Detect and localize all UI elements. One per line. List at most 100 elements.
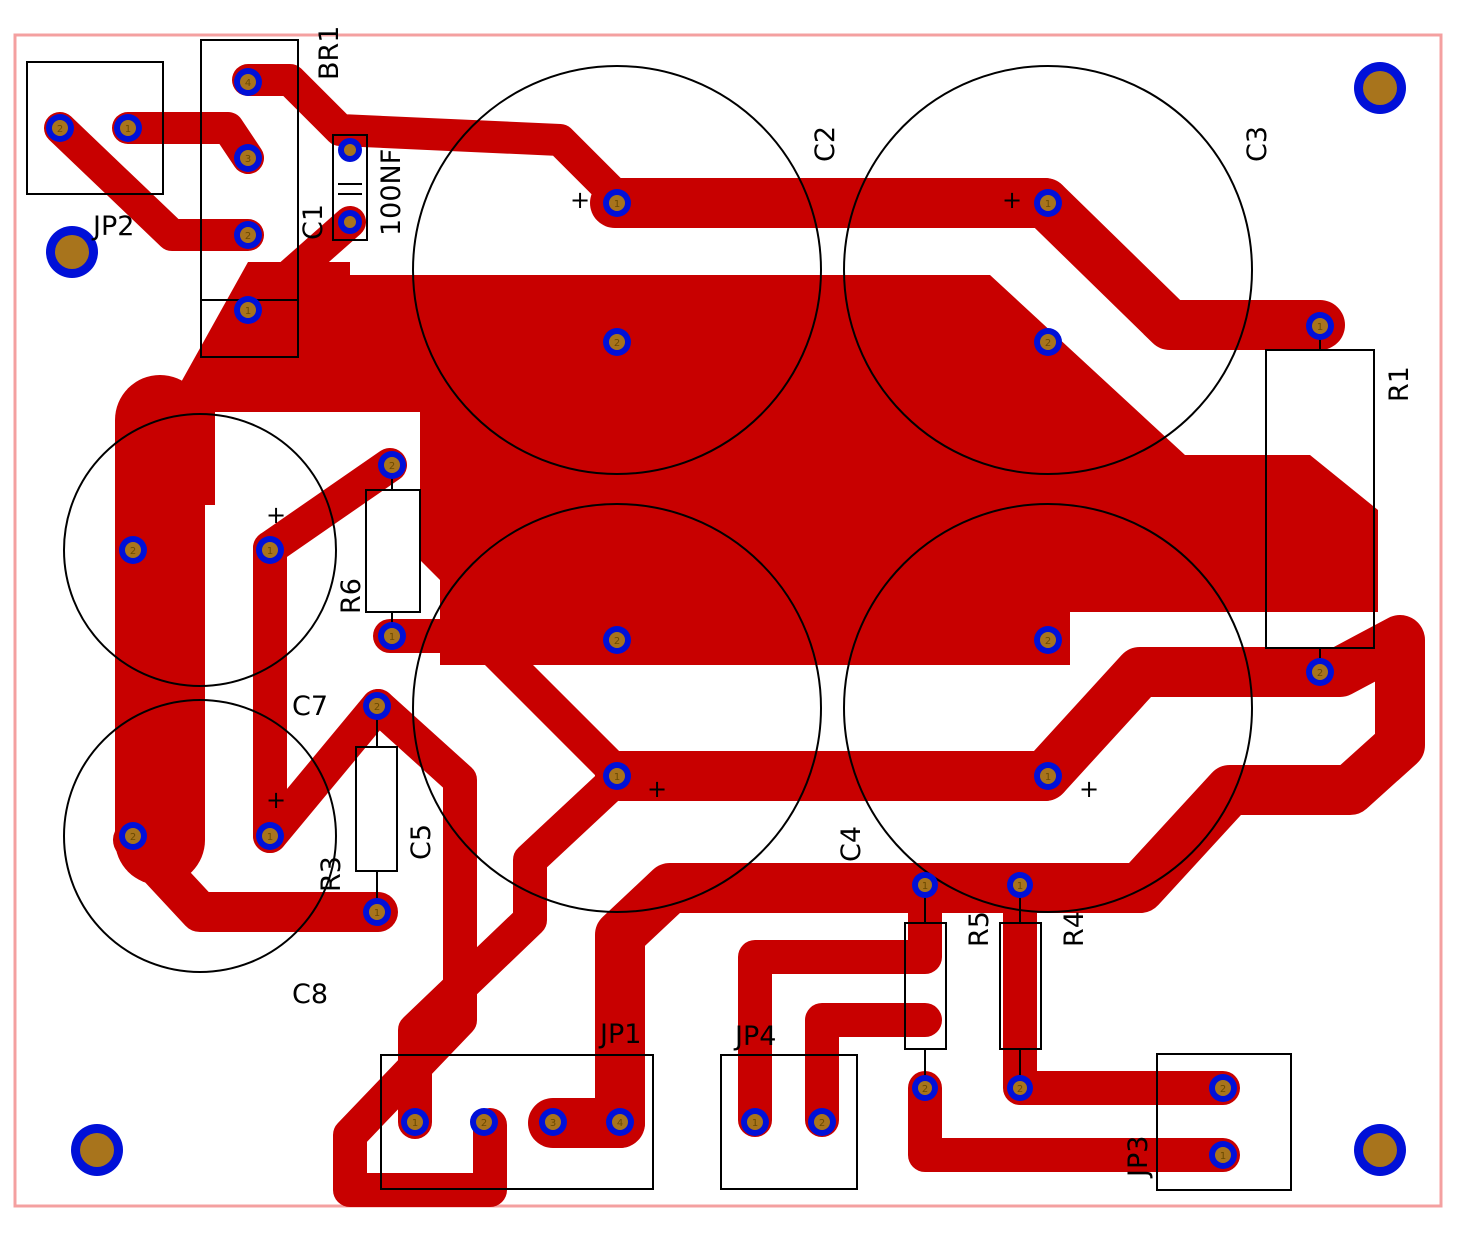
pad-r1-2: 2 [1306, 658, 1334, 686]
pad-r6-1: 1 [378, 622, 406, 650]
svg-text:2: 2 [245, 231, 251, 242]
label-jp3: JP3 [1123, 1136, 1154, 1179]
pad-r6-2: 2 [378, 451, 406, 479]
svg-text:1: 1 [1017, 881, 1023, 892]
svg-text:2: 2 [922, 1084, 928, 1095]
label-jp4: JP4 [733, 1021, 776, 1052]
pad-c1-b [338, 210, 362, 234]
trace-c4-jp1 [398, 759, 637, 1139]
svg-text:2: 2 [614, 636, 620, 647]
svg-text:1: 1 [1220, 1151, 1226, 1162]
pad-r1-1: 1 [1306, 312, 1334, 340]
trace-c8-gnd [113, 820, 398, 932]
svg-text:1: 1 [245, 306, 251, 317]
label-jp1: JP1 [598, 1019, 641, 1050]
mounting-hole-bl [71, 1124, 123, 1176]
pad-c7-1: 1 [256, 536, 284, 564]
trace-jp4-2 [805, 1003, 942, 1137]
left-ground-pour [160, 262, 350, 505]
jp1-outline [380, 1054, 654, 1190]
jp4-outline [720, 1054, 858, 1190]
pad-jp1-2: 2 [470, 1108, 498, 1136]
polarity-marks: + + + + + + [266, 186, 1099, 814]
pad-br1-3: 3 [234, 144, 262, 172]
pad-c7-2: 2 [119, 536, 147, 564]
label-c5: C5 [406, 824, 437, 860]
pad-c4-1: 1 [603, 762, 631, 790]
label-c8: C8 [292, 979, 328, 1010]
pad-br1-4: 4 [234, 68, 262, 96]
jp3-outline [1156, 1053, 1292, 1191]
board-outline [13, 33, 1443, 1208]
ground-pour [350, 275, 1378, 665]
pad-jp1-4: 4 [606, 1108, 634, 1136]
label-c1: C1 [298, 204, 329, 240]
c8-plus-mark: + [266, 786, 286, 814]
trace-r5-jp3 [908, 1071, 1240, 1172]
c2-plus-mark: + [570, 186, 590, 214]
pad-jp4-2: 2 [808, 1108, 836, 1136]
c5r-plus-mark: + [1079, 775, 1099, 803]
label-r1: R1 [1384, 366, 1415, 402]
svg-text:1: 1 [374, 908, 380, 919]
svg-text:2: 2 [481, 1118, 487, 1129]
label-r6: R6 [336, 578, 367, 614]
svg-text:2: 2 [57, 124, 63, 135]
label-jp2: JP2 [91, 211, 134, 242]
copper-traces [44, 64, 1425, 1207]
svg-text:1: 1 [267, 546, 273, 557]
trace-r1-loop [595, 615, 1425, 1148]
pad-c2-2: 2 [603, 328, 631, 356]
svg-text:1: 1 [922, 881, 928, 892]
label-c1-value: 100NF [376, 149, 407, 236]
pad-jp1-1: 1 [401, 1108, 429, 1136]
pad-jp4-1: 1 [741, 1108, 769, 1136]
c5r-outline [843, 503, 1253, 913]
svg-text:2: 2 [1045, 636, 1051, 647]
svg-text:2: 2 [130, 832, 136, 843]
label-r3: R3 [316, 856, 347, 892]
trace-c1-gnd [274, 206, 366, 291]
trace-jp2-2 [44, 112, 264, 251]
svg-text:4: 4 [245, 78, 251, 89]
svg-text:2: 2 [1045, 338, 1051, 349]
pad-jp2-2: 2 [46, 114, 74, 142]
svg-text:4: 4 [617, 1118, 623, 1129]
svg-text:2: 2 [1017, 1084, 1023, 1095]
svg-text:1: 1 [614, 199, 620, 210]
c4-plus-mark: + [647, 775, 667, 803]
pad-r3-2: 2 [363, 692, 391, 720]
svg-text:2: 2 [130, 546, 136, 557]
c3-plus-mark: + [1002, 186, 1022, 214]
svg-text:1: 1 [267, 832, 273, 843]
svg-text:2: 2 [1220, 1084, 1226, 1095]
label-c4: C4 [836, 826, 867, 862]
svg-text:1: 1 [1045, 199, 1051, 210]
pad-r4-2: 2 [1007, 1075, 1033, 1101]
pad-c4-2: 2 [603, 626, 631, 654]
pad-c1-a [338, 138, 362, 162]
trace-c8-c5 [253, 689, 395, 853]
trace-c7-r6 [253, 448, 407, 565]
trace-r4-jp3 [1003, 868, 1240, 1105]
mounting-hole-tr [1354, 62, 1406, 114]
r3-outline [355, 746, 398, 872]
svg-text:1: 1 [614, 772, 620, 783]
designators: JP2 BR1 C1 100NF C2 C3 R1 R6 C7 R3 C5 C8… [91, 26, 1415, 1179]
svg-text:1: 1 [1317, 322, 1323, 333]
pad-r5-2: 2 [912, 1075, 938, 1101]
trace-c5r-r1 [1020, 647, 1345, 801]
pad-c3-1: 1 [1034, 189, 1062, 217]
svg-text:1: 1 [1045, 772, 1051, 783]
c8-outline [63, 699, 337, 973]
label-c3: C3 [1242, 126, 1273, 162]
label-r4: R4 [1059, 911, 1090, 947]
pad-jp1-3: 3 [539, 1108, 567, 1136]
c7-outline [63, 413, 337, 687]
pad-c5r-2: 2 [1034, 626, 1062, 654]
pad-jp3-1: 1 [1209, 1141, 1237, 1169]
c1-outline [332, 134, 368, 241]
pad-r4-1: 1 [1007, 872, 1033, 898]
pad-c8-2: 2 [119, 822, 147, 850]
pad-c2-1: 1 [603, 189, 631, 217]
